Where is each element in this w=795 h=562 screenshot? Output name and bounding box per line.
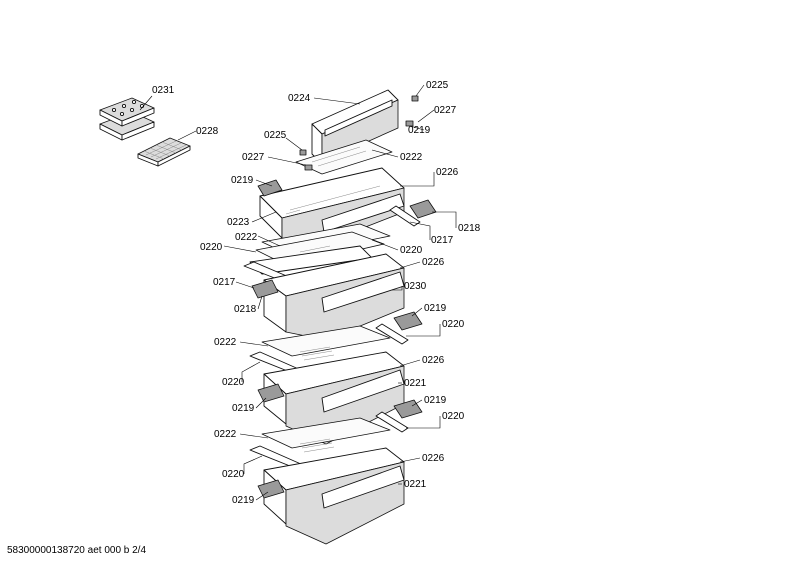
part-label-0219-c: 0219: [424, 303, 447, 314]
part-label-0226-a: 0226: [436, 167, 459, 178]
part-label-0222-d: 0222: [214, 429, 237, 440]
crisper-drawer-1: [257, 167, 437, 245]
part-label-0222-c: 0222: [214, 337, 237, 348]
part-label-0220-d: 0220: [222, 377, 245, 388]
part-label-0220-e: 0220: [442, 411, 465, 422]
part-label-0220-c: 0220: [442, 319, 465, 330]
part-label-0222-b: 0222: [235, 232, 258, 243]
part-label-0219-a: 0219: [408, 125, 431, 136]
part-label-0221-a: 0221: [404, 378, 427, 389]
part-label-0219-f: 0219: [232, 495, 255, 506]
part-label-0220-f: 0220: [222, 469, 245, 480]
part-label-0222-a: 0222: [400, 152, 423, 163]
part-label-0225-a: 0225: [426, 80, 449, 91]
part-label-0217-a: 0217: [431, 235, 454, 246]
part-label-0221-b: 0221: [404, 479, 427, 490]
part-label-0227-b: 0227: [242, 152, 265, 163]
ice-cube-tray-group: [99, 97, 155, 141]
part-label-0228: 0228: [196, 126, 219, 137]
crisper-drawer-3: [257, 351, 423, 445]
part-label-0226-b: 0226: [422, 257, 445, 268]
document-footer-id: 58300000138720 aet 000 b 2/4: [7, 545, 146, 556]
part-label-0230: 0230: [404, 281, 427, 292]
part-label-0219-e: 0219: [424, 395, 447, 406]
crisper-drawer-4: [257, 447, 405, 545]
part-label-0220-a: 0220: [200, 242, 223, 253]
top-shelf-assembly: [295, 89, 419, 175]
part-label-0226-c: 0226: [422, 355, 445, 366]
part-label-0218-a: 0218: [458, 223, 481, 234]
part-label-0219-d: 0219: [232, 403, 255, 414]
part-label-0220-b: 0220: [400, 245, 423, 256]
part-labels: 0231 0228 0224 0225 0227 0219 0225 0222 …: [152, 80, 481, 506]
part-label-0225-b: 0225: [264, 130, 287, 141]
part-label-0217-b: 0217: [213, 277, 236, 288]
part-label-0231: 0231: [152, 85, 175, 96]
ice-grid-tray: [137, 137, 191, 167]
leader-lines: [139, 84, 457, 501]
part-label-0219-b: 0219: [231, 175, 254, 186]
part-label-0226-d: 0226: [422, 453, 445, 464]
crisper-drawer-2: [243, 245, 423, 345]
part-label-0218-b: 0218: [234, 304, 257, 315]
part-label-0224: 0224: [288, 93, 311, 104]
part-label-0223: 0223: [227, 217, 250, 228]
part-label-0227-a: 0227: [434, 105, 457, 116]
